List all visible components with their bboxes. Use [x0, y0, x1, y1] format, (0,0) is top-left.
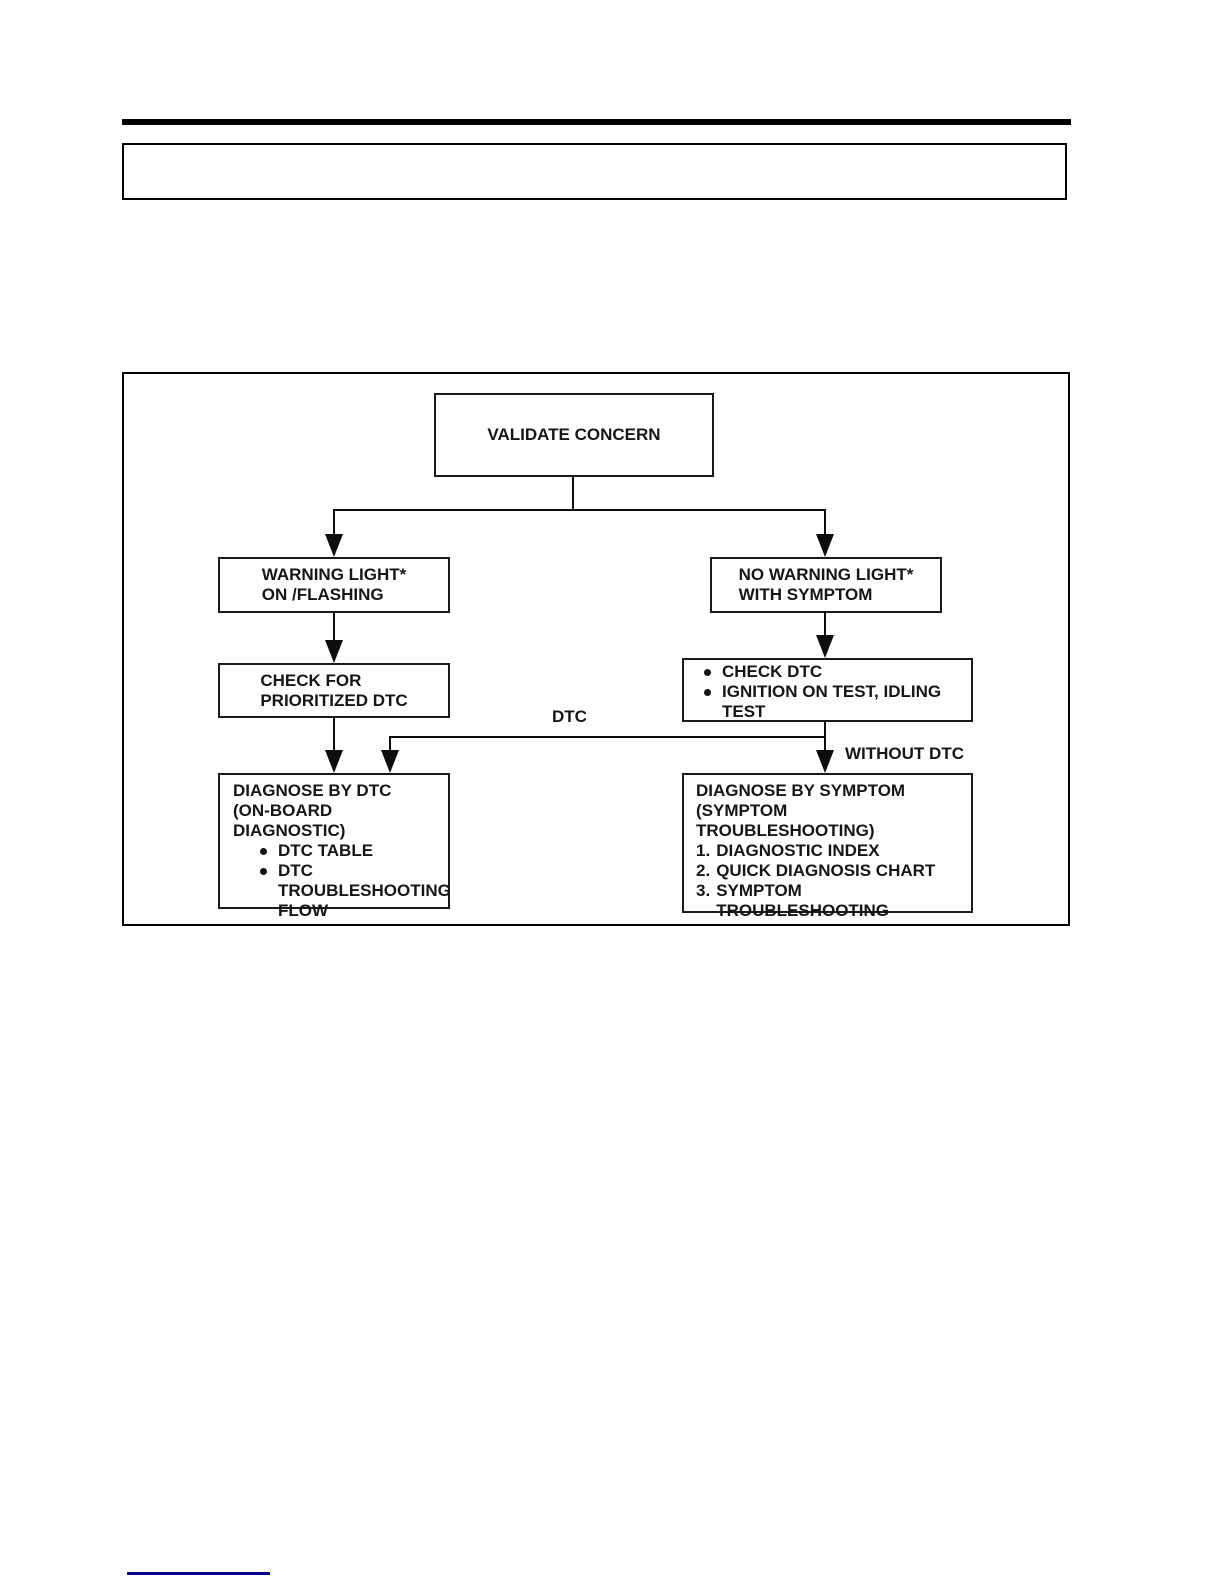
node-warning-light: WARNING LIGHT* ON /FLASHING [218, 557, 450, 613]
numbered-item: 1. DIAGNOSTIC INDEX [696, 841, 967, 861]
connector-dtc-drop [389, 736, 391, 751]
node-no-warning-light-label: NO WARNING LIGHT* WITH SYMPTOM [738, 565, 914, 604]
bullet-icon [704, 669, 711, 676]
node-diagnose-by-dtc: DIAGNOSE BY DTC (ON-BOARD DIAGNOSTIC) DT… [218, 773, 451, 920]
node-validate-concern-label: VALIDATE CONCERN [487, 425, 661, 444]
numbered-item: 2. QUICK DIAGNOSIS CHART [696, 861, 967, 881]
node-warning-light-label: WARNING LIGHT* ON /FLASHING [261, 565, 407, 604]
footer-link-rule[interactable] [127, 1572, 270, 1575]
node-check-prioritized-dtc: CHECK FOR PRIORITIZED DTC [218, 663, 450, 718]
arrowhead-no-warning-light [816, 534, 834, 557]
connector-right-drop [824, 509, 826, 536]
node-diagnose-by-symptom-title: DIAGNOSE BY SYMPTOM (SYMPTOM TROUBLESHOO… [696, 781, 906, 840]
arrowhead-diagnose-dtc-left [325, 750, 343, 773]
bullet-icon [260, 848, 267, 855]
item-number: 3. [696, 881, 711, 900]
arrowhead-check-dtc [816, 635, 834, 658]
connector-left-drop [333, 509, 335, 536]
node-validate-concern: VALIDATE CONCERN [434, 393, 714, 477]
title-box [122, 143, 1067, 200]
bullet-text: DTC TABLE [278, 841, 374, 860]
arrowhead-diagnose-dtc-right [381, 750, 399, 773]
item-text: DIAGNOSTIC INDEX [716, 841, 880, 860]
bullet-item: DTC TABLE [260, 841, 444, 861]
node-diagnose-by-symptom: DIAGNOSE BY SYMPTOM (SYMPTOM TROUBLESHOO… [682, 773, 973, 920]
connector-validate-trunk [572, 477, 574, 511]
node-no-warning-light: NO WARNING LIGHT* WITH SYMPTOM [710, 557, 942, 613]
node-check-dtc: CHECK DTC IGNITION ON TEST, IDLING TEST [682, 658, 973, 722]
item-number: 2. [696, 861, 711, 880]
header-rule [122, 119, 1071, 125]
node-diagnose-by-dtc-title: DIAGNOSE BY DTC (ON-BOARD DIAGNOSTIC) [233, 781, 392, 840]
arrowhead-check-prioritized [325, 640, 343, 663]
bullet-item: DTC TROUBLESHOOTING FLOW [260, 861, 451, 921]
bullet-item: IGNITION ON TEST, IDLING TEST [704, 682, 965, 722]
node-check-prioritized-dtc-label: CHECK FOR PRIORITIZED DTC [260, 670, 408, 710]
connector-prioritized-down [333, 717, 335, 751]
item-text: SYMPTOM TROUBLESHOOTING [716, 881, 890, 920]
connector-branch-horizontal [333, 509, 826, 511]
edge-label-without-dtc: WITHOUT DTC [845, 744, 964, 763]
edge-label-dtc: DTC [552, 707, 587, 726]
arrowhead-warning-light [325, 534, 343, 557]
item-number: 1. [696, 841, 711, 860]
item-text: QUICK DIAGNOSIS CHART [716, 861, 936, 880]
bullet-icon [260, 868, 267, 875]
connector-dtc-horizontal [389, 736, 826, 738]
bullet-item: CHECK DTC [704, 662, 965, 682]
arrowhead-diagnose-symptom [816, 750, 834, 773]
bullet-text: CHECK DTC [722, 662, 823, 681]
bullet-icon [704, 689, 711, 696]
bullet-text: IGNITION ON TEST, IDLING TEST [722, 682, 942, 721]
bullet-text: DTC TROUBLESHOOTING FLOW [278, 861, 451, 920]
numbered-item: 3. SYMPTOM TROUBLESHOOTING [696, 881, 967, 921]
connector-nowarning-to-check [824, 611, 826, 637]
connector-warning-to-check [333, 611, 335, 641]
